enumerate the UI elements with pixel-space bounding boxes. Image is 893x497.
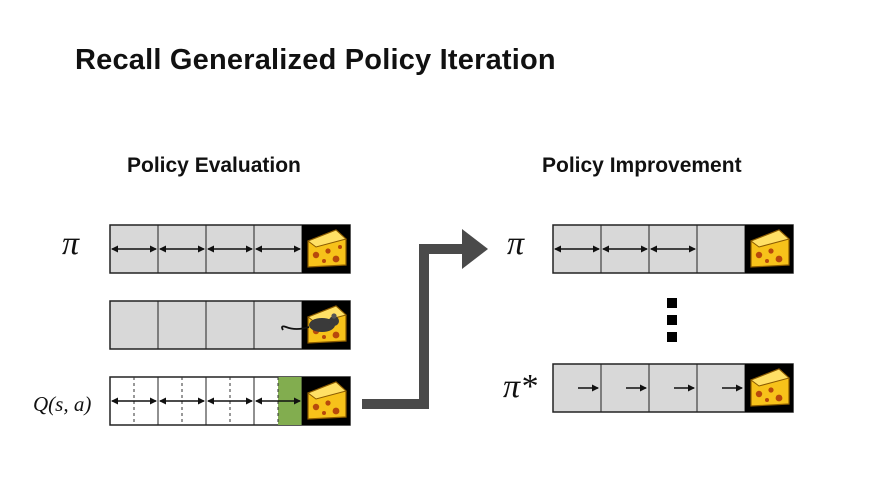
optimal-policy-grid [552, 363, 794, 413]
evaluation-to-improvement-arrow [362, 229, 488, 409]
pi-star-label: π* [503, 368, 538, 405]
ellipsis-dot [667, 298, 677, 308]
policy-evaluation-heading: Policy Evaluation [127, 154, 301, 177]
eval-policy-grid [109, 224, 351, 274]
cheese-icon [302, 225, 350, 273]
ellipsis-dot [667, 315, 677, 325]
cheese-icon [745, 364, 793, 412]
slide-title: Recall Generalized Policy Iteration [75, 44, 556, 76]
improvement-policy-grid [552, 224, 794, 274]
ellipsis-dot [667, 332, 677, 342]
cheese-icon [745, 225, 793, 273]
vertical-ellipsis [667, 298, 677, 342]
mouse-icon [281, 313, 339, 332]
eval-q-grid [109, 376, 351, 426]
pi-label-improvement: π [507, 225, 525, 262]
pi-label-evaluation: π [62, 225, 80, 262]
cheese-icon [302, 377, 350, 425]
q-function-label: Q(s, a) [33, 392, 92, 416]
eval-state-grid [109, 300, 351, 350]
policy-improvement-heading: Policy Improvement [542, 154, 742, 177]
